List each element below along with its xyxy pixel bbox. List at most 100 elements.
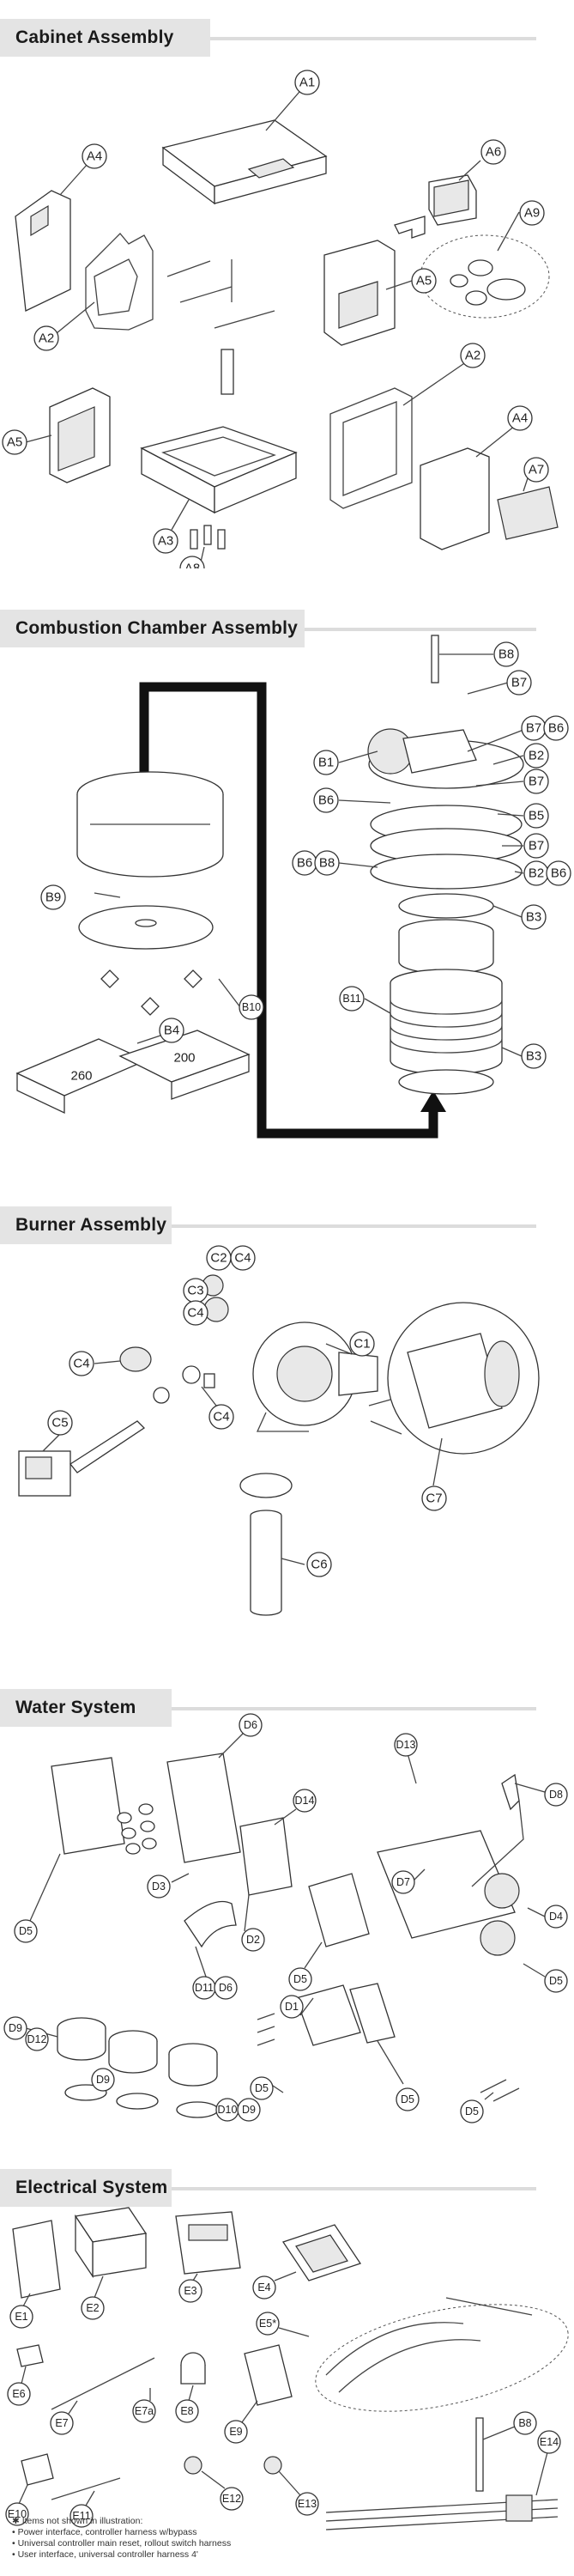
- part-a9-fitting-kit: [420, 234, 550, 319]
- part-brackets-center: [166, 259, 275, 395]
- burner-diagram: C2 C4 C3 C4 C1 C4 C5 C4 C7 C6: [18, 1245, 540, 1616]
- callout-e11: E11: [69, 2504, 94, 2528]
- footnote: ✱ Items not shown in illustration: • Pow…: [12, 2516, 321, 2561]
- svg-text:C7: C7: [426, 1492, 442, 1506]
- part-a4-door-right: [420, 447, 490, 550]
- svg-text:C3: C3: [187, 1284, 203, 1298]
- routing-arrow: [139, 682, 438, 1139]
- svg-text:E13: E13: [298, 2498, 317, 2510]
- part-d11-elbow: [184, 1900, 237, 1948]
- footnote-item: • Power interface, controller harness w/…: [12, 2527, 197, 2537]
- section-title: Burner Assembly: [15, 1215, 167, 1235]
- callout-c4-b: C4: [183, 1300, 208, 1326]
- svg-text:E9: E9: [229, 2426, 242, 2438]
- part-a4-door-left: [15, 190, 71, 312]
- svg-text:D3: D3: [152, 1880, 166, 1893]
- section-header-rule: [305, 628, 536, 631]
- callout-a4-right: A4: [507, 405, 533, 431]
- callout-e2: E2: [81, 2296, 105, 2320]
- svg-text:D9: D9: [9, 2022, 22, 2034]
- callout-e12: E12: [220, 2487, 244, 2511]
- part-d1-block: [295, 1984, 361, 2046]
- part-c7-motor-detail: [368, 1302, 540, 1455]
- svg-text:E12: E12: [222, 2493, 241, 2505]
- svg-text:D4: D4: [549, 1911, 563, 1923]
- svg-text:E7a: E7a: [135, 2405, 154, 2417]
- callout-d9-a: D9: [3, 2016, 27, 2040]
- part-chamber-drum: [76, 771, 224, 878]
- part-e3-controller: [175, 2211, 241, 2275]
- callout-c3: C3: [183, 1278, 208, 1303]
- part-a6-block: [428, 174, 477, 226]
- section-header-bar: [0, 1689, 172, 1727]
- svg-text:D14: D14: [295, 1795, 315, 1807]
- part-e5-harness-group: [315, 2297, 569, 2412]
- callout-a8: A8: [179, 556, 205, 568]
- part-blower-stack: [367, 728, 524, 975]
- callout-a1: A1: [294, 70, 320, 95]
- svg-text:A3: A3: [158, 534, 173, 549]
- svg-text:D12: D12: [27, 2033, 47, 2045]
- callout-d5-d: D5: [250, 2076, 274, 2100]
- section-header-bar: [0, 1206, 172, 1244]
- callout-a5-left: A5: [2, 429, 27, 455]
- water-diagram: D6 D13 D8 D14 D5 D3 D7 D4 D2 D5 D11 D6 D…: [3, 1713, 568, 2123]
- callout-b8-top: B8: [493, 641, 519, 667]
- svg-text:D9: D9: [242, 2104, 256, 2116]
- callout-d13: D13: [394, 1733, 418, 1757]
- callout-e5: E5*: [256, 2312, 280, 2336]
- part-gasket-sheet: [51, 1757, 125, 1855]
- electrical-diagram: E1 E2 E3 E4 E5* E6 E7 E7a E8 E9 B8 E14 E…: [5, 2207, 569, 2530]
- callout-a7: A7: [523, 457, 549, 483]
- svg-text:B7: B7: [529, 839, 544, 854]
- part-b8-igniter: [475, 2417, 484, 2492]
- svg-text:E1: E1: [15, 2311, 27, 2323]
- callout-b6-d: B6: [546, 860, 571, 886]
- part-e1-junction-box: [12, 2220, 61, 2299]
- svg-text:A2: A2: [465, 349, 480, 363]
- svg-text:D10: D10: [218, 2104, 238, 2116]
- callout-b3-b: B3: [521, 1043, 547, 1069]
- part-c4-grommets: [119, 1346, 215, 1404]
- callout-d4: D4: [544, 1905, 568, 1929]
- callout-e6: E6: [7, 2382, 31, 2406]
- callout-d5-a: D5: [14, 1919, 38, 1943]
- svg-text:B8: B8: [498, 647, 514, 662]
- part-c1-blower: [252, 1321, 378, 1432]
- svg-text:E7: E7: [55, 2417, 68, 2429]
- svg-text:A7: A7: [529, 463, 544, 477]
- part-e12-sensors: [184, 2456, 282, 2475]
- svg-text:A1: A1: [299, 76, 315, 90]
- part-a8-brackets: [190, 525, 226, 550]
- svg-text:A4: A4: [512, 411, 528, 426]
- svg-text:B6: B6: [318, 793, 334, 808]
- svg-text:C4: C4: [73, 1357, 89, 1371]
- callout-c6: C6: [306, 1552, 332, 1577]
- part-e6-switch: [16, 2344, 44, 2367]
- svg-text:A4: A4: [87, 149, 102, 164]
- part-d6-manifold: [166, 1753, 241, 1863]
- label-260: 260: [70, 1069, 92, 1084]
- section-header-bar: [0, 2169, 172, 2207]
- svg-text:D5: D5: [549, 1975, 563, 1987]
- callout-d5-c: D5: [544, 1969, 568, 1993]
- callout-b3-a: B3: [521, 904, 547, 930]
- svg-text:C4: C4: [213, 1410, 229, 1425]
- svg-text:C2: C2: [210, 1251, 227, 1266]
- part-d5-frame: [349, 1983, 396, 2044]
- callout-d9-c: D9: [237, 2098, 261, 2122]
- part-e2-transformer: [74, 2207, 148, 2279]
- section-header-rule: [172, 2187, 536, 2190]
- callout-d11: D11: [192, 1976, 216, 2000]
- section-title: Cabinet Assembly: [15, 27, 174, 47]
- section-title: Combustion Chamber Assembly: [15, 618, 299, 638]
- part-d10-tailpieces: [64, 2084, 219, 2118]
- part-e9-board: [244, 2344, 293, 2406]
- section-header-rule: [172, 1224, 536, 1228]
- callout-e9: E9: [224, 2420, 248, 2444]
- svg-text:C5: C5: [51, 1416, 68, 1431]
- svg-text:E3: E3: [184, 2285, 196, 2297]
- svg-text:C4: C4: [187, 1306, 203, 1321]
- callout-b7-b: B7: [521, 715, 547, 741]
- callout-c2: C2: [206, 1245, 232, 1271]
